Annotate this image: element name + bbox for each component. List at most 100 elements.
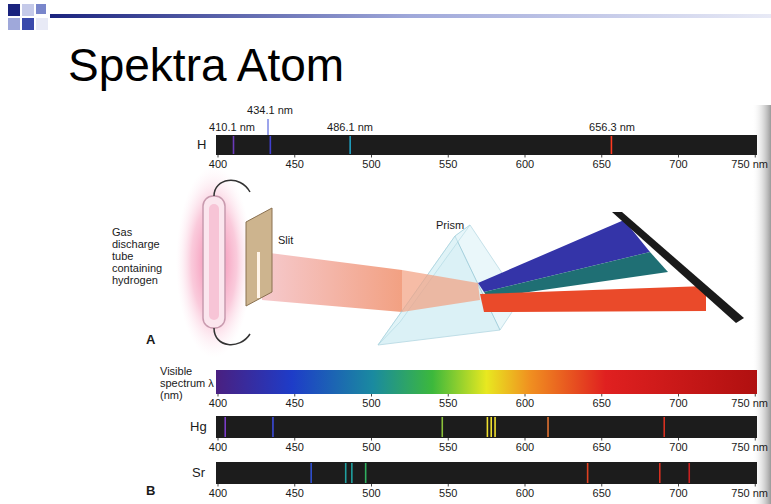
tick-label: 400 (209, 487, 227, 499)
axis-tick (678, 155, 679, 158)
tick-label: 650 (593, 441, 611, 453)
tick-label: 750 nm (731, 441, 768, 453)
tick-label: 400 (209, 397, 227, 409)
slide-title: Spektra Atom (68, 38, 344, 92)
axis-title: Visible spectrum λ (nm) (160, 365, 214, 401)
tick-label: 550 (439, 487, 457, 499)
tick-label: 750 nm (731, 487, 768, 499)
emission-line (490, 417, 492, 437)
axis-tick (294, 155, 295, 158)
emission-line (233, 136, 235, 154)
axis-tick (525, 438, 526, 441)
wire (214, 180, 250, 196)
strontium-spectrum-bar (216, 462, 757, 484)
hydrogen-spectrum-bar (216, 135, 757, 155)
tick-label: 450 (286, 158, 304, 170)
axis-tick (601, 438, 602, 441)
tick-label: 700 (669, 397, 687, 409)
panel-letter: A (146, 333, 155, 347)
axis-tick (755, 394, 756, 397)
header-decoration (8, 4, 771, 30)
tick-label: 450 (286, 487, 304, 499)
emission-line (224, 417, 226, 437)
tick-label: 650 (593, 158, 611, 170)
emission-line (487, 417, 489, 437)
emission-line (349, 136, 351, 154)
tick-label: 550 (439, 158, 457, 170)
tick-label: 400 (209, 158, 227, 170)
emission-line (587, 463, 589, 483)
axis-ticks (218, 155, 755, 487)
tick-label: 750 nm (731, 397, 768, 409)
axis-tick (678, 438, 679, 441)
element-symbol: Hg (190, 420, 207, 434)
slit-plate (246, 208, 272, 306)
tick-label: 600 (516, 441, 534, 453)
axis-tick (371, 394, 372, 397)
emission-line (494, 417, 496, 437)
screen (612, 212, 744, 323)
tube-core (209, 204, 219, 320)
illustration-label: Prism (436, 219, 464, 231)
slit-opening (257, 252, 260, 298)
axis-tick (294, 484, 295, 487)
axis-tick (678, 484, 679, 487)
tick-label: 600 (516, 158, 534, 170)
tick-label: 600 (516, 397, 534, 409)
tick-label: 500 (362, 487, 380, 499)
leader-line (268, 119, 269, 135)
tick-label: 550 (439, 441, 457, 453)
axis-tick (525, 155, 526, 158)
tick-label: 700 (669, 487, 687, 499)
emission-line (310, 463, 312, 483)
tick-label: 400 (209, 441, 227, 453)
axis-tick (294, 394, 295, 397)
tick-label: 500 (362, 158, 380, 170)
axis-tick (755, 484, 756, 487)
illustration-label: Slit (278, 234, 293, 246)
axis-tick (218, 155, 219, 158)
axis-tick (755, 438, 756, 441)
axis-tick (371, 155, 372, 158)
axis-tick (448, 484, 449, 487)
axis-tick (218, 438, 219, 441)
axis-tick (448, 155, 449, 158)
tick-label: 650 (593, 487, 611, 499)
tick-label: 700 (669, 158, 687, 170)
wavelength-label: 486.1 nm (327, 121, 373, 133)
axis-tick (371, 484, 372, 487)
axis-tick (218, 484, 219, 487)
emission-line (345, 463, 347, 483)
tick-label: 700 (669, 441, 687, 453)
tick-label: 500 (362, 397, 380, 409)
panel-letter: B (146, 484, 155, 498)
axis-tick (755, 155, 756, 158)
mercury-spectrum-bar (216, 416, 757, 438)
axis-tick (294, 438, 295, 441)
emission-line (663, 417, 665, 437)
axis-tick (525, 484, 526, 487)
axis-tick (448, 394, 449, 397)
emission-line (688, 463, 690, 483)
tick-label: 650 (593, 397, 611, 409)
emission-line (365, 463, 367, 483)
illustration-label: Gas discharge tube containing hydrogen (112, 226, 176, 286)
axis-tick (525, 394, 526, 397)
beam-in-prism (402, 270, 480, 312)
emission-line (270, 136, 272, 154)
emission-line (272, 417, 274, 437)
tick-label: 450 (286, 397, 304, 409)
axis-tick (678, 394, 679, 397)
emission-line (611, 136, 613, 154)
emission-line (659, 463, 661, 483)
tick-label: 600 (516, 487, 534, 499)
element-symbol: Sr (192, 466, 205, 480)
element-symbol: H (197, 138, 206, 152)
tick-label: 550 (439, 397, 457, 409)
axis-tick (601, 484, 602, 487)
tick-label: 450 (286, 441, 304, 453)
tube-glow (176, 166, 252, 358)
visible-spectrum-bar (216, 370, 757, 394)
emission-line (547, 417, 549, 437)
axis-tick (601, 155, 602, 158)
